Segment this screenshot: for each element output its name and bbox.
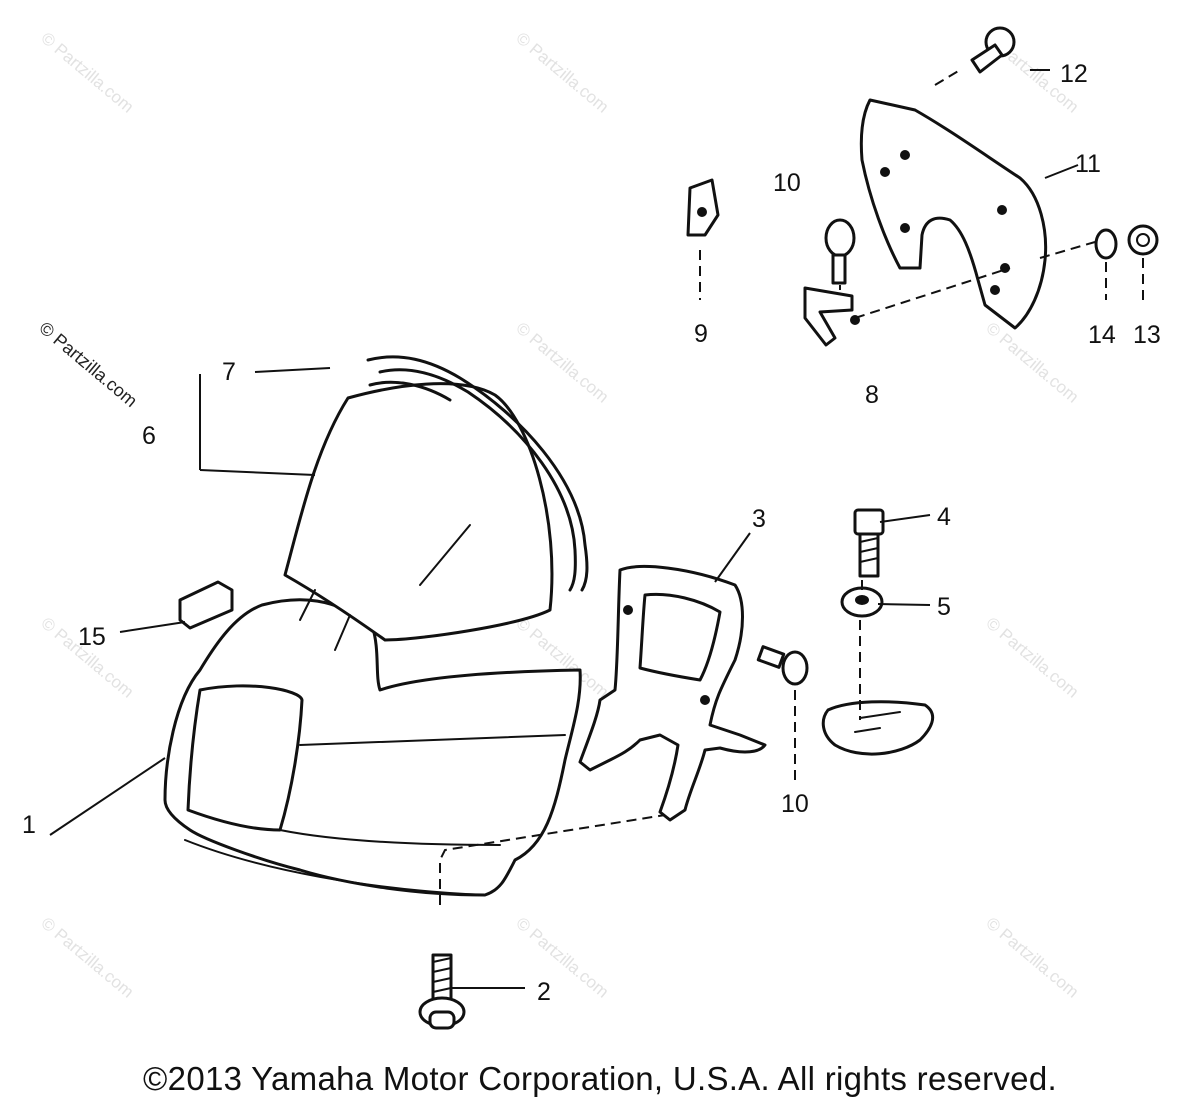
nut-5-part bbox=[840, 586, 884, 618]
callout-7: 7 bbox=[222, 358, 236, 386]
callout-14: 14 bbox=[1088, 321, 1116, 349]
nut-13-part bbox=[1127, 224, 1159, 256]
watermark: © Partzilla.com bbox=[982, 614, 1082, 702]
stay-bracket-11-part bbox=[859, 98, 1048, 330]
watermark: © Partzilla.com bbox=[512, 319, 612, 407]
callout-5: 5 bbox=[937, 593, 951, 621]
clip-9-part bbox=[686, 178, 720, 237]
callout-15: 15 bbox=[78, 623, 106, 651]
watermark: © Partzilla.com bbox=[37, 29, 137, 117]
callout-3: 3 bbox=[752, 505, 766, 533]
windshield-trim-part bbox=[366, 355, 589, 592]
mounting-bracket-part bbox=[578, 565, 767, 822]
watermark-dark: © Partzilla.com bbox=[35, 318, 141, 411]
callout-10-upper: 10 bbox=[773, 169, 801, 197]
callout-1: 1 bbox=[22, 811, 36, 839]
watermark: © Partzilla.com bbox=[512, 29, 612, 117]
watermark: © Partzilla.com bbox=[37, 914, 137, 1002]
callout-9: 9 bbox=[694, 320, 708, 348]
watermark: © Partzilla.com bbox=[512, 914, 612, 1002]
bolt-10-lower-part bbox=[756, 645, 809, 686]
copyright-footer: ©2013 Yamaha Motor Corporation, U.S.A. A… bbox=[143, 1060, 1057, 1097]
watermark: © Partzilla.com bbox=[982, 319, 1082, 407]
watermark: © Partzilla.com bbox=[982, 914, 1082, 1002]
callout-2: 2 bbox=[537, 978, 551, 1006]
fairing-body-part bbox=[163, 598, 582, 897]
windshield-part bbox=[283, 382, 554, 651]
leader-lines bbox=[49, 69, 1144, 989]
screw-10-upper-part bbox=[824, 218, 856, 285]
bolt-2-part bbox=[418, 953, 466, 1030]
callout-4: 4 bbox=[937, 503, 951, 531]
bracket-8-part bbox=[803, 286, 860, 347]
callout-10-lower: 10 bbox=[781, 790, 809, 818]
callout-8: 8 bbox=[865, 381, 879, 409]
callout-6: 6 bbox=[142, 422, 156, 450]
callout-labels: 1 2 3 4 5 6 7 8 9 10 10 11 12 13 14 15 bbox=[22, 60, 1161, 1006]
callout-13: 13 bbox=[1133, 321, 1161, 349]
decal-part bbox=[178, 580, 234, 630]
callout-11: 11 bbox=[1075, 150, 1101, 178]
bolt-4-part bbox=[853, 508, 885, 578]
washer-14-part bbox=[1094, 228, 1118, 260]
callout-12: 12 bbox=[1060, 60, 1088, 88]
bolt-12-part bbox=[970, 26, 1016, 74]
